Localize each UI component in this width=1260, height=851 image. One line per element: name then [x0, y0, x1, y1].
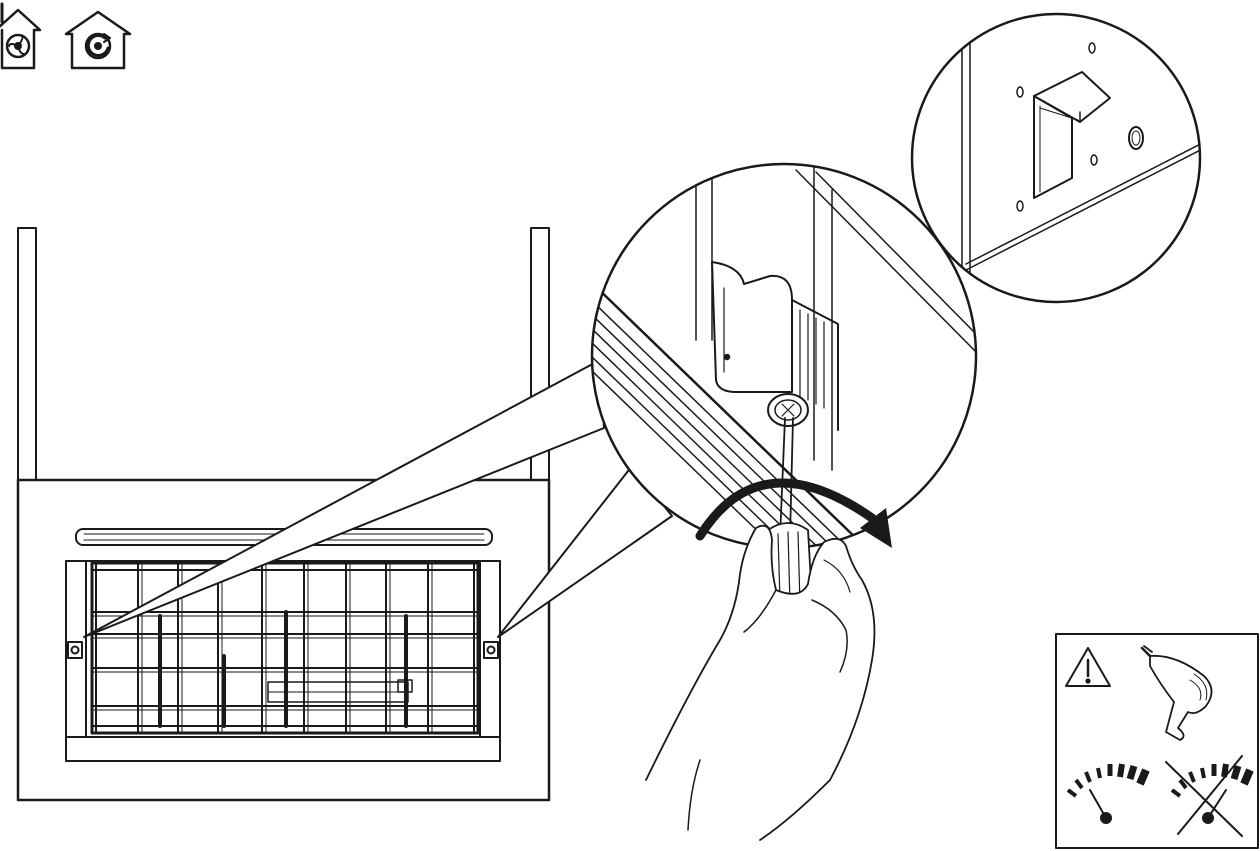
bracket-detail-view — [910, 12, 1202, 304]
ducted-extraction-icon — [0, 2, 42, 70]
power-drill-icon — [1140, 645, 1213, 741]
hand-with-screwdriver — [645, 522, 876, 841]
rotation-arrow — [695, 478, 892, 548]
filter-screw-right — [483, 641, 499, 659]
filter-screw-left — [67, 641, 83, 659]
callout-pointer — [83, 359, 673, 638]
grease-filter — [90, 561, 480, 735]
hood-body — [16, 478, 551, 802]
recirculation-icon — [64, 10, 132, 70]
screw-detail-view — [590, 162, 978, 550]
warning-triangle-icon — [1065, 647, 1111, 687]
torque-gauge-icon — [1066, 763, 1150, 824]
warning-panel — [1055, 633, 1259, 849]
torque-gauge-crossed-icon — [1165, 755, 1254, 837]
